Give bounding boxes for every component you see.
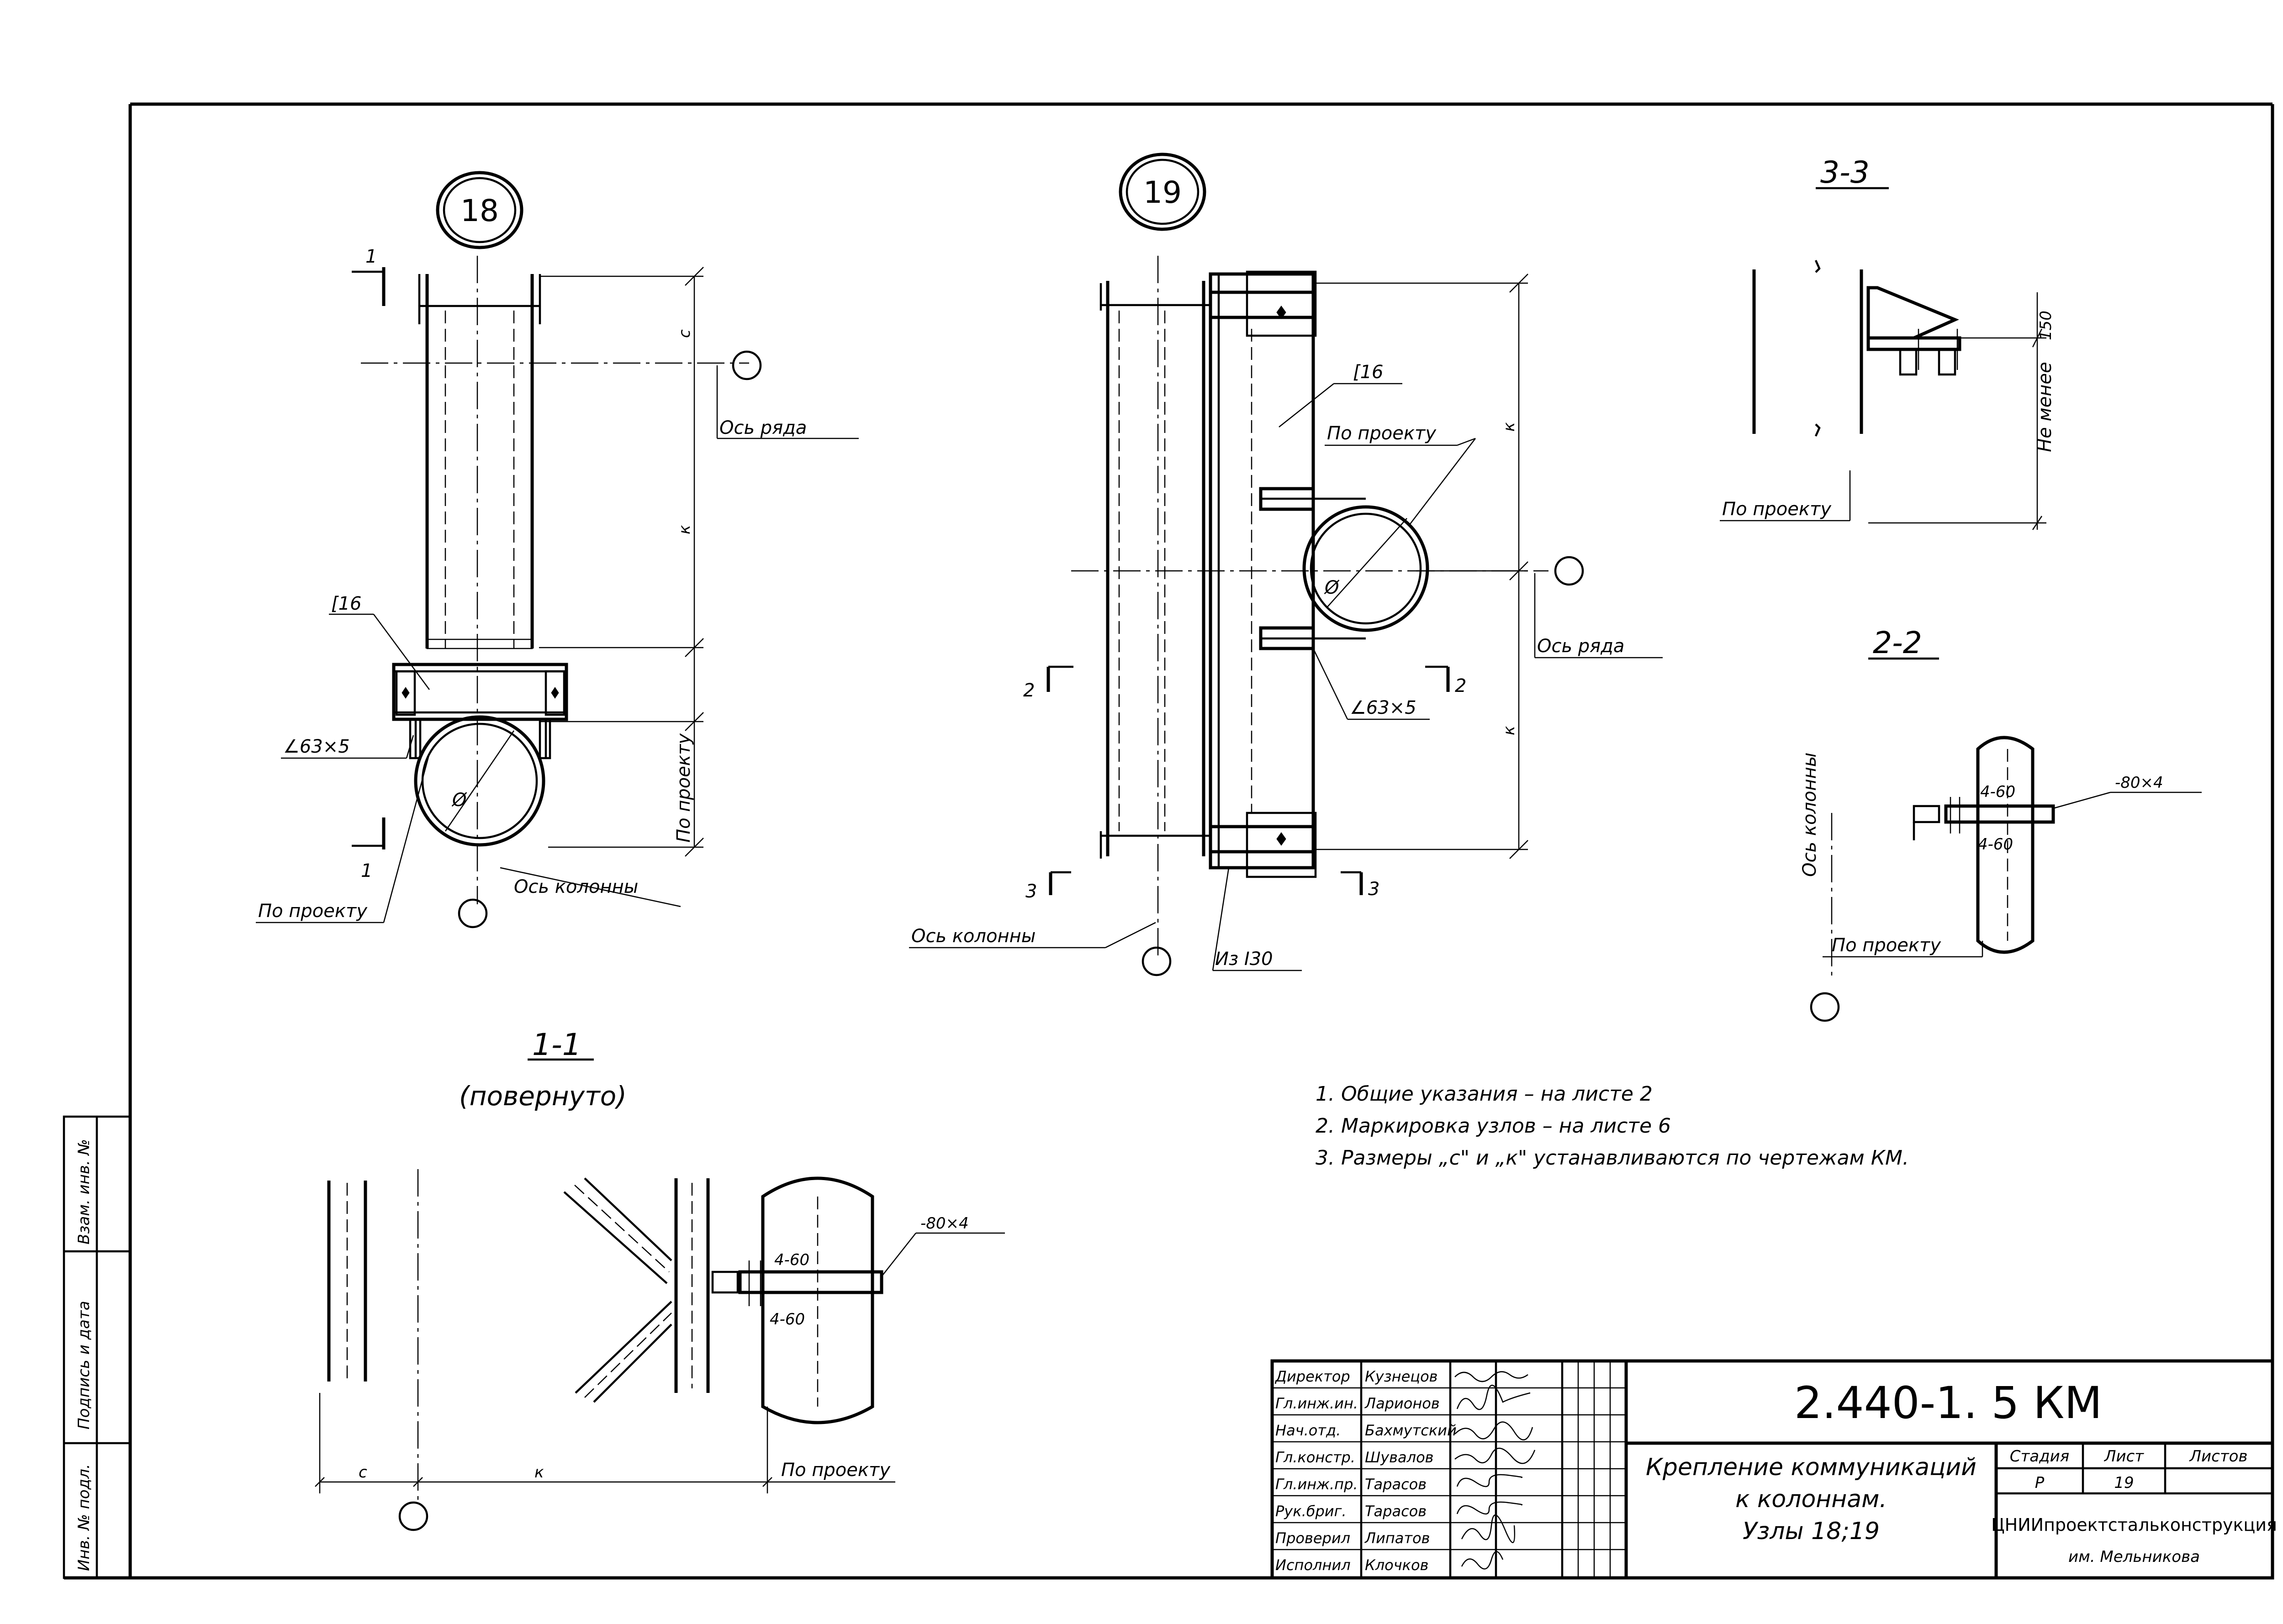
- tb-title-line-1: Крепление коммуникаций: [1646, 1454, 1976, 1481]
- node-18: 18 Ø: [256, 171, 859, 928]
- node-18-row-axis: Ось ряда: [719, 417, 807, 438]
- tb-signatures: [1454, 1371, 1536, 1570]
- tb-staff-role: Проверил: [1275, 1529, 1350, 1547]
- tb-staff-name: Шувалов: [1365, 1449, 1434, 1466]
- tb-sheets-label: Листов: [2188, 1447, 2247, 1466]
- section-2-2-strip: -80×4: [2115, 774, 2163, 792]
- section-2-2-title: 2-2: [1873, 625, 1922, 660]
- node-18-badge: [436, 171, 523, 249]
- tb-staff-name: Клочков: [1365, 1556, 1428, 1574]
- section-2-2-per-project: По проекту: [1832, 935, 1941, 956]
- tb-staff-role: Исполнил: [1275, 1556, 1351, 1574]
- note-2: 2. Маркировка узлов – на листе 6: [1316, 1114, 1671, 1138]
- tb-title-line-3: Узлы 18;19: [1743, 1518, 1880, 1545]
- node-19-number: 19: [1143, 175, 1182, 210]
- note-1: 1. Общие указания – на листе 2: [1316, 1082, 1653, 1106]
- notes: 1. Общие указания – на листе 2 2. Маркир…: [1316, 1082, 1909, 1170]
- section-2-2: 2-2 -80×4 4-60 4-60 Ось колонны По проек…: [1799, 625, 2202, 1022]
- section-1-1-strip: -80×4: [920, 1214, 969, 1233]
- node-19-column-axis: Ось колонны: [911, 926, 1036, 947]
- section-2-2-bolts-top: 4-60: [1980, 783, 2015, 801]
- node-18-dim-c: c: [676, 329, 694, 338]
- node-18-channel: [16: [331, 593, 362, 614]
- tb-staff-role: Гл.инж.ин.: [1275, 1395, 1358, 1412]
- tb-staff-name: Бахмутский: [1365, 1422, 1457, 1439]
- side-stamp: Инв. № подл. Подпись и дата Взам. инв. №: [63, 1115, 132, 1579]
- node-19-cut-2-right: 2: [1455, 675, 1466, 696]
- tb-staff-name: Тарасов: [1365, 1476, 1427, 1493]
- section-3-3-title: 3-3: [1820, 155, 1870, 190]
- node-18-per-project-bottom: По проекту: [258, 901, 368, 922]
- section-1-1-dim-c: c: [359, 1463, 367, 1482]
- section-1-1: 1-1 (повернуто) -80×4 4-60 4-60: [315, 1027, 1005, 1531]
- tb-staff-name: Тарасов: [1365, 1503, 1427, 1520]
- section-2-2-bolts-bottom: 4-60: [1978, 835, 2013, 854]
- section-3-3-min-label: Не менее: [2035, 362, 2056, 452]
- tb-staff-name: Ларионов: [1364, 1395, 1440, 1412]
- side-stamp-sign-date: Подпись и дата: [75, 1301, 93, 1429]
- side-stamp-inv-orig: Инв. № подл.: [75, 1464, 93, 1571]
- node-18-angle: ∠63×5: [283, 736, 350, 757]
- section-1-1-subtitle: (повернуто): [459, 1081, 627, 1112]
- tb-org-line-1: ЦНИИпроектстальконструкция: [1991, 1515, 2277, 1535]
- tb-staff-role: Нач.отд.: [1275, 1422, 1341, 1439]
- section-1-1-title: 1-1: [532, 1027, 581, 1062]
- tb-staff-role: Рук.бриг.: [1275, 1503, 1347, 1520]
- tb-code: 2.440-1. 5 КМ: [1794, 1377, 2102, 1429]
- node-19-cut-3-right: 3: [1368, 879, 1379, 900]
- tb-staff-role: Гл.констр.: [1275, 1449, 1355, 1466]
- node-18-number: 18: [460, 193, 499, 228]
- tb-sheet: 19: [2114, 1474, 2134, 1492]
- title-block: 2.440-1. 5 КМ Крепление коммуникаций к к…: [1270, 1359, 2277, 1580]
- tb-staff-role: Гл.инж.пр.: [1275, 1476, 1358, 1493]
- section-1-1-per-project: По проекту: [781, 1460, 891, 1481]
- node-19-angle: ∠63×5: [1350, 697, 1416, 718]
- section-3-3-per-project: По проекту: [1722, 499, 1832, 520]
- side-stamp-vzam-inv: Взам. инв. №: [75, 1139, 93, 1244]
- tb-stage-label: Стадия: [2010, 1447, 2069, 1466]
- section-1-1-bolts-top: 4-60: [774, 1251, 809, 1269]
- node-19-dim-k-top: к: [1500, 422, 1518, 432]
- tb-sheet-label: Лист: [2103, 1447, 2144, 1466]
- tb-title-line-2: к колоннам.: [1735, 1486, 1887, 1513]
- node-19-row-axis: Ось ряда: [1537, 636, 1624, 657]
- node-19-from-i: Из I30: [1215, 949, 1273, 970]
- node-18-cut-mark-bottom: 1: [361, 860, 372, 881]
- tb-staff: Директор Кузнецов Гл.инж.ин. Ларионов На…: [1274, 1368, 1457, 1574]
- node-19-per-project: По проекту: [1327, 423, 1437, 444]
- node-18-pipe: [414, 715, 545, 847]
- node-18-column-axis: Ось колонны: [514, 876, 638, 897]
- node-19-badge: [1119, 153, 1206, 231]
- tb-stage: Р: [2035, 1474, 2045, 1492]
- tb-staff-role: Директор: [1274, 1368, 1350, 1385]
- tb-staff-name: Липатов: [1364, 1529, 1430, 1547]
- node-18-cut-mark-top: 1: [365, 246, 377, 267]
- node-19-channel: [16: [1353, 362, 1384, 383]
- node-18-pipe-diameter: Ø: [451, 790, 467, 811]
- section-3-3-dim-150: 150: [2037, 311, 2055, 340]
- node-19-pipe-diameter: Ø: [1324, 577, 1340, 598]
- section-3-3: 3-3 150 Не менее По проекту: [1720, 155, 2056, 530]
- tb-org-line-2: им. Мельникова: [2068, 1548, 2200, 1566]
- tb-staff-name: Кузнецов: [1365, 1368, 1438, 1385]
- note-3: 3. Размеры „с" и „к" устанавливаются по …: [1316, 1146, 1909, 1170]
- node-19-dim-k-bottom: к: [1500, 726, 1518, 735]
- section-1-1-dim-k: к: [534, 1463, 544, 1482]
- section-1-1-bolts-bottom: 4-60: [770, 1310, 805, 1329]
- node-19-pipe: [1302, 505, 1429, 632]
- node-19: 19 Ø: [909, 153, 1663, 976]
- node-18-dim-k: к: [676, 525, 694, 534]
- node-18-per-project-side: По проекту: [673, 733, 694, 843]
- section-2-2-column-axis: Ось колонны: [1799, 753, 1820, 877]
- node-19-cut-2-left: 2: [1023, 680, 1035, 701]
- node-19-cut-3-left: 3: [1025, 881, 1037, 902]
- sheet-frame: [64, 102, 2274, 1580]
